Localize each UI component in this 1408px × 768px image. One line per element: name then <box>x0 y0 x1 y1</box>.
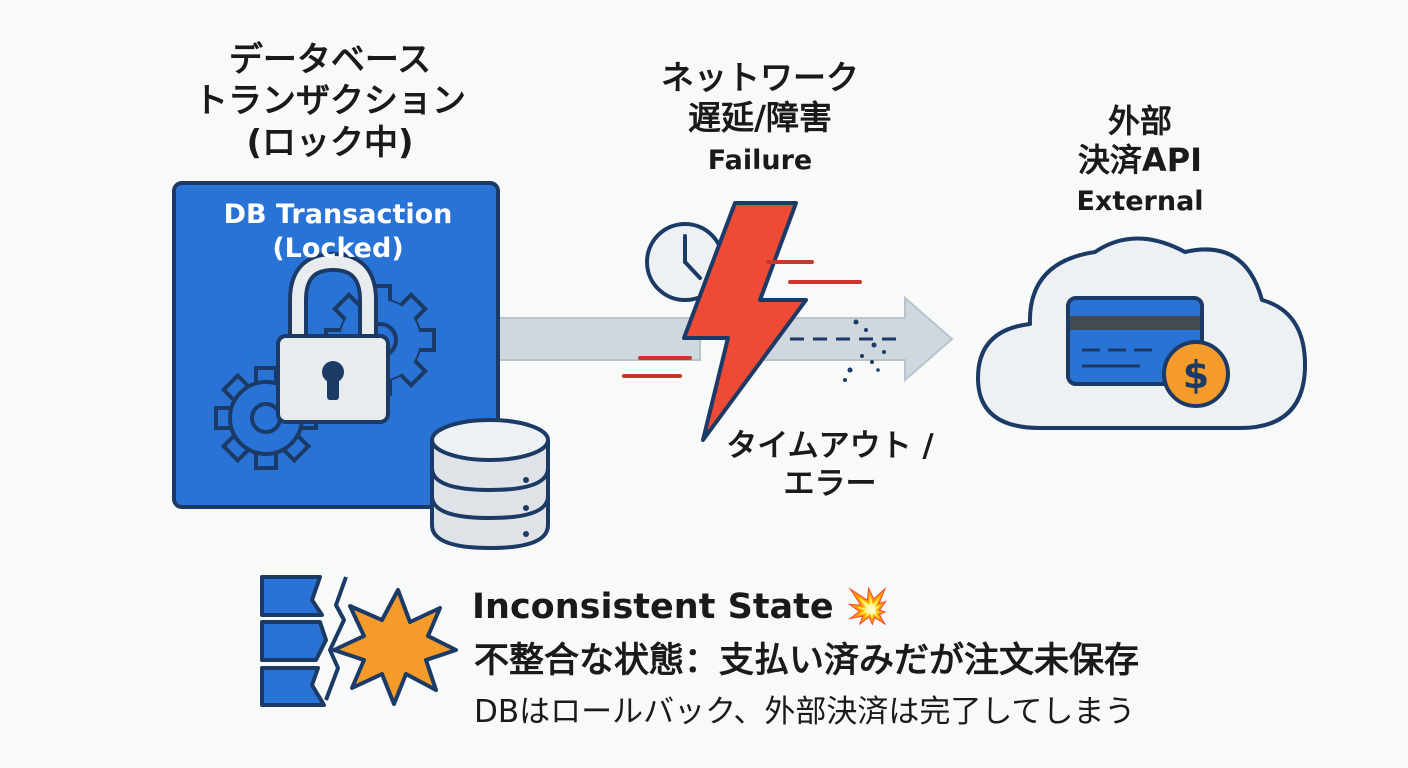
timeout-error-label: タイムアウト / エラー <box>700 428 960 504</box>
inconsistent-state-subtitle: 不整合な状態：支払い済みだが注文未保存 <box>474 641 1140 681</box>
db-box-label: DB Transaction (Locked) <box>180 198 496 266</box>
api-title-en: External <box>1076 186 1204 218</box>
network-title-line1: ネットワーク <box>661 58 859 97</box>
db-title-line2: トランザクション <box>194 81 466 122</box>
db-box-line2: (Locked) <box>272 232 404 264</box>
disruption-lines <box>622 260 862 378</box>
padlock-icon <box>276 251 390 424</box>
db-box-line1: DB Transaction <box>223 199 453 230</box>
db-title-line3: (ロック中) <box>246 122 414 163</box>
network-title-line2: 遅延/障害 <box>687 98 833 138</box>
api-title-line2: 決済API <box>1077 141 1203 180</box>
db-title-line1: データベース <box>228 40 432 80</box>
dollar-coin-icon: $ <box>1162 340 1230 408</box>
inconsistent-state-description: DBはロールバック、外部決済は完了してしまう <box>474 694 1136 730</box>
svg-text:$: $ <box>1183 353 1209 397</box>
timeout-line1: タイムアウト / <box>726 428 934 464</box>
lightning-bolt-icon <box>682 201 808 442</box>
network-title-en: Failure <box>707 144 813 176</box>
api-title-line1: 外部 <box>1107 102 1172 140</box>
db-transaction-title: データベース トランザクション (ロック中) <box>130 40 530 164</box>
broken-database-icon <box>260 575 348 707</box>
timeout-line2: エラー <box>783 465 877 502</box>
explosion-icon <box>332 588 458 706</box>
inconsistent-state-title: Inconsistent State 💥 <box>472 587 890 627</box>
network-failure-title: ネットワーク 遅延/障害 Failure <box>610 58 910 177</box>
database-icon <box>430 418 550 551</box>
external-api-title: 外部 決済API External <box>1040 102 1240 219</box>
